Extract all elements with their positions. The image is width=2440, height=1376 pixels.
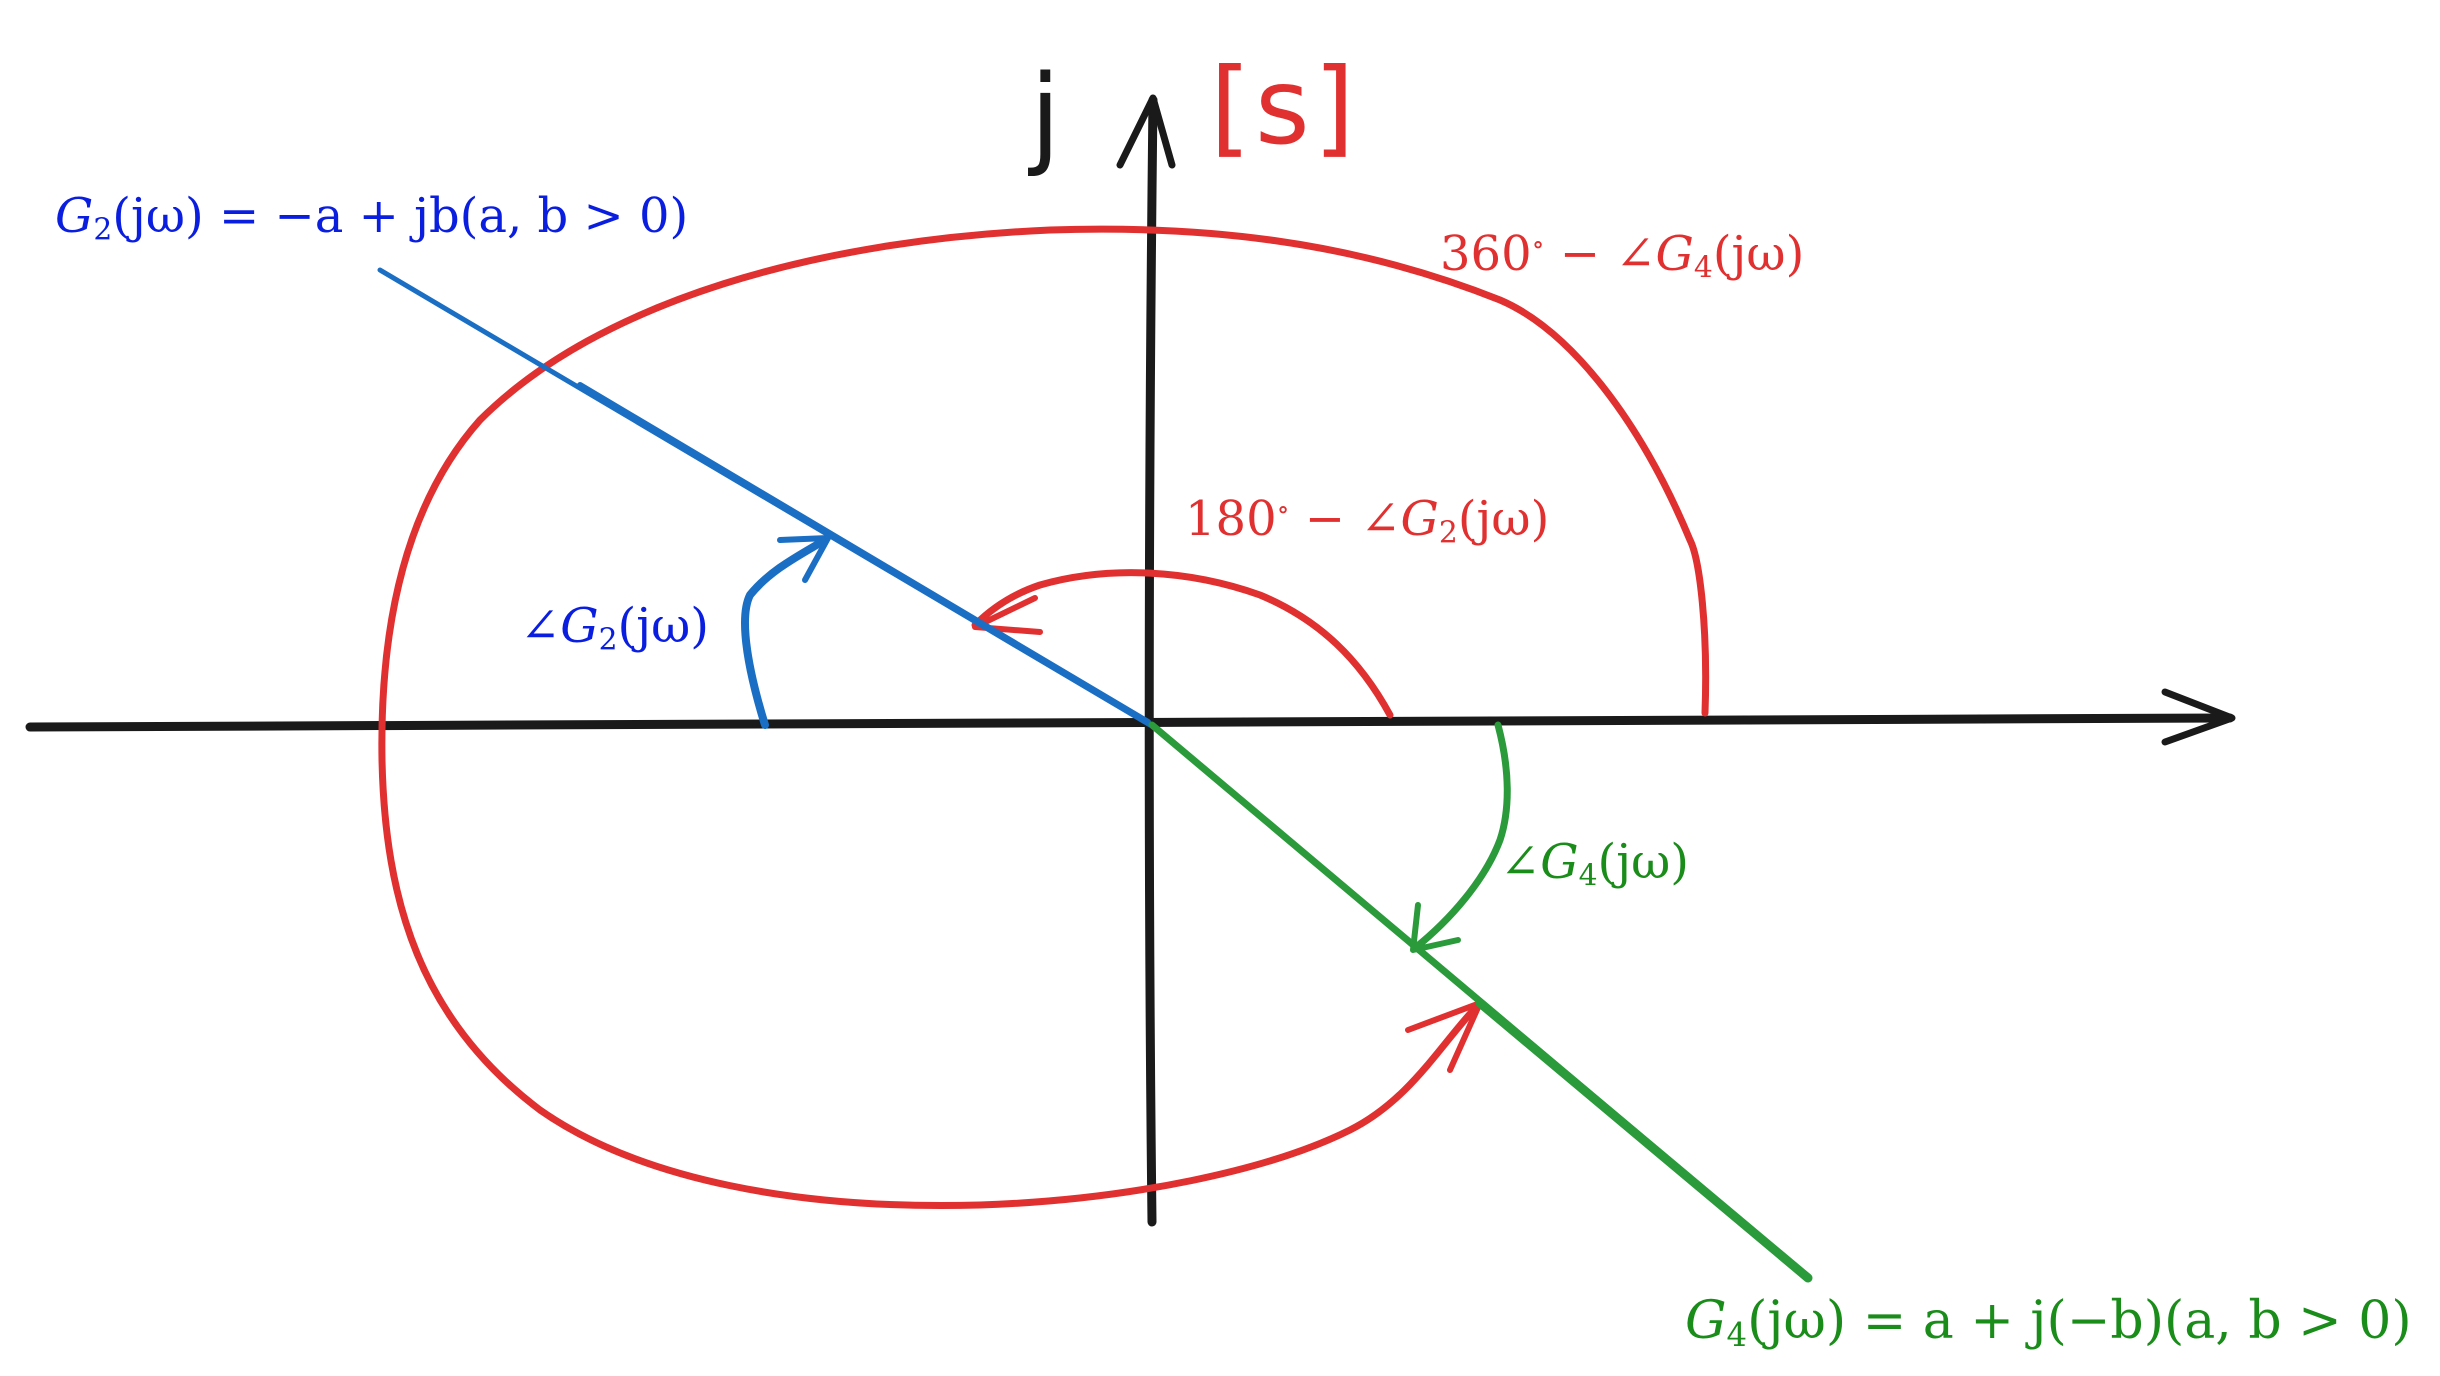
real-axis-arrowhead <box>2161 688 2236 746</box>
angle-180-label: 180∘ − ∠G2(jω) <box>1185 491 1550 551</box>
angle-360-label: 360∘ − ∠G4(jω) <box>1440 226 1805 286</box>
angle-g4-arc <box>1411 721 1511 952</box>
g4-vector-line-bold <box>1475 998 1813 1283</box>
s-plane-label: [s] <box>1210 46 1359 168</box>
arc-180-minus-angle-g2 <box>971 569 1394 719</box>
contour-360-minus-angle-g4 <box>378 225 1710 1209</box>
angle-g2-arc <box>741 536 829 729</box>
imaginary-axis <box>1144 95 1158 1227</box>
g2-vector-line-bold <box>577 382 1151 725</box>
arc-180-arrowhead <box>972 595 1043 635</box>
angle-g2-arrowhead <box>777 535 831 583</box>
angle-g4-arrowhead <box>1410 902 1461 953</box>
angle-g4-label: ∠G4(jω) <box>1500 834 1689 894</box>
real-axis <box>25 713 2235 732</box>
angle-g2-label: ∠G2(jω) <box>520 598 709 658</box>
g2-definition-label: G2(jω) = −a + jb(a, b > 0) <box>55 188 689 248</box>
imaginary-axis-arrowhead <box>1116 94 1176 169</box>
imaginary-axis-label: j <box>1030 51 1061 179</box>
g4-definition-label: G4(jω) = a + j(−b)(a, b > 0) <box>1685 1291 2412 1355</box>
